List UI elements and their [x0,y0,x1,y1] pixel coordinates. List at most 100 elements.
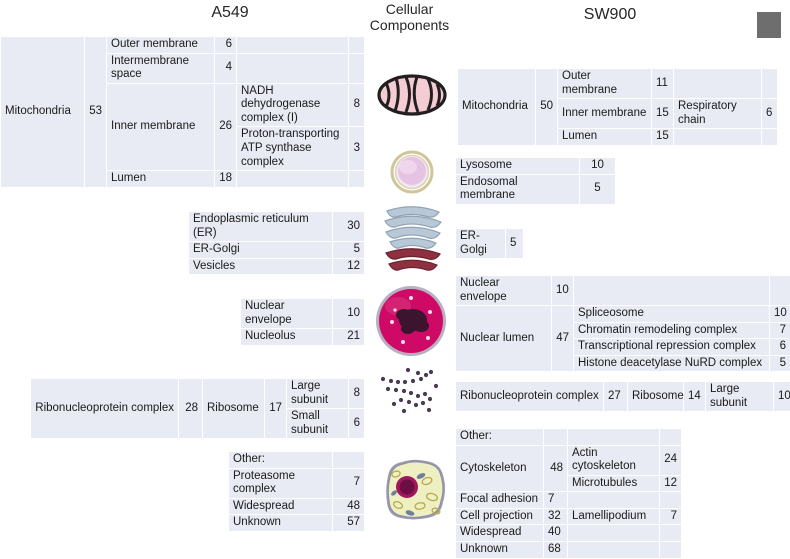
cell-proteasome-label: Proteasome complex [229,468,333,498]
cell-lamellipodium-value: 7 [660,508,682,525]
cell-nucleolus-value: 21 [333,329,365,346]
table-row: Nuclear envelope 10 [456,276,790,306]
cell-unknown-label: Unknown [456,541,544,558]
cell-mitochondria-value: 53 [85,37,107,188]
cell-lamellipodium-label: Lamellipodium [568,508,660,525]
nucleus-icon [372,284,450,360]
cell-outer-membrane-value: 6 [215,37,237,54]
cell-rnp-value: 27 [604,382,628,412]
cell-nuclear-envelope-label: Nuclear envelope [241,299,333,329]
cell-rnp-value: 28 [179,379,203,439]
cell-inner-membrane-label: Inner membrane [107,83,215,170]
cell-vesicles-label: Vesicles [189,258,333,275]
cell-empty [770,276,790,306]
cell-vesicles-value: 12 [333,258,365,275]
cell-empty [574,276,770,306]
table-row: Mitochondria 53 Outer membrane 6 [1,37,365,54]
cell-widespread-value: 48 [333,498,365,515]
cell-empty [660,492,682,509]
cell-unknown-label: Unknown [229,515,333,532]
cell-cytoskeleton-label: Cytoskeleton [456,445,544,492]
table-mitochondria-sw900: Mitochondria 50 Outer membrane 11 Inner … [457,68,778,146]
cell-intermembrane-space-value: 4 [215,53,237,83]
cell-lysosome-label: Lysosome [456,158,580,175]
cell-empty [674,69,762,99]
cell-empty [568,541,660,558]
cell-inner-membrane-value: 15 [652,99,674,129]
table-nucleus-a549: Nuclear envelope 10 Nucleolus 21 [240,298,365,346]
table-row: Endosomal membrane 5 [456,174,616,204]
table-mitochondria-a549: Mitochondria 53 Outer membrane 6 Interme… [0,36,365,188]
cell-atp-synthase-label: Proton-transporting ATP synthase complex [237,127,349,171]
cell-outer-membrane-label: Outer membrane [107,37,215,54]
table-row: Cytoskeleton 48 Actin cytoskeleton 24 [456,445,682,475]
cell-outer-membrane-label: Outer membrane [558,69,652,99]
cell-mitochondria-label: Mitochondria [458,69,536,146]
ribosomes-icon [374,366,446,418]
cell-hdac-nurd-label: Histone deacetylase NuRD complex [574,355,770,372]
table-ribonucleoprotein-a549: Ribonucleoprotein complex 28 Ribosome 17… [30,378,365,439]
cell-er-golgi-label: ER-Golgi [189,242,333,259]
table-row: Unknown 57 [229,515,365,532]
cell-empty [568,492,660,509]
cell-inner-membrane-value: 26 [215,83,237,170]
table-row: Nuclear envelope 10 [241,299,365,329]
table-row: Unknown 68 [456,541,682,558]
cell-empty [237,53,349,83]
column-title-a549: A549 [140,4,320,22]
table-ribonucleoprotein-sw900: Ribonucleoprotein complex 27 Ribosome 14… [455,381,790,412]
cell-respiratory-chain-label: Respiratory chain [674,99,762,129]
cell-er-golgi-value: 5 [333,242,365,259]
table-row: Mitochondria 50 Outer membrane 11 [458,69,778,99]
cell-lumen-label: Lumen [107,171,215,188]
cell-empty [568,525,660,542]
cell-empty [660,429,682,446]
cell-lumen-value: 18 [215,171,237,188]
cell-microtubules-value: 12 [660,475,682,492]
cell-mitochondria-value: 50 [536,69,558,146]
cell-empty [660,541,682,558]
cell-other-label: Other: [229,452,333,469]
cell-microtubules-label: Microtubules [568,475,660,492]
cell-er-golgi-label: ER-Golgi [456,229,506,259]
table-row: Other: [229,452,365,469]
cell-rnp-label: Ribonucleoprotein complex [31,379,179,439]
cell-spliceosome-value: 10 [770,306,790,323]
table-row: ER-Golgi 5 [189,242,365,259]
cell-small-subunit-label: Small subunit [287,409,349,439]
mitochondrion-icon [376,66,448,124]
cell-spliceosome-label: Spliceosome [574,306,770,323]
cell-er-value: 30 [333,212,365,242]
cell-endosomal-membrane-value: 5 [580,174,616,204]
cell-nuclear-lumen-label: Nuclear lumen [456,306,552,372]
cell-empty [762,129,778,146]
cell-unknown-value: 68 [544,541,568,558]
cell-transcriptional-repression-value: 6 [770,339,790,356]
table-row: Cell projection 32 Lamellipodium 7 [456,508,682,525]
column-title-cellular-components: Cellular Components [352,1,467,33]
table-row: Focal adhesion 7 [456,492,682,509]
cell-large-subunit-label: Large subunit [706,382,774,412]
cell-chromatin-remodeling-label: Chromatin remodeling complex [574,322,770,339]
cell-outer-membrane-value: 11 [652,69,674,99]
cell-atp-synthase-value: 3 [349,127,365,171]
cell-nuclear-envelope-value: 10 [333,299,365,329]
cell-empty [349,171,365,188]
cell-nadh-label: NADH dehydrogenase complex (I) [237,83,349,127]
cell-er-golgi-value: 5 [506,229,524,259]
cell-widespread-value: 40 [544,525,568,542]
table-row: Endoplasmic reticulum (ER) 30 [189,212,365,242]
cell-lumen-value: 15 [652,129,674,146]
table-row: Proteasome complex 7 [229,468,365,498]
cell-nuclear-envelope-value: 10 [552,276,574,306]
table-row: Widespread 48 [229,498,365,515]
er-golgi-icon [378,201,448,273]
table-row: Ribonucleoprotein complex 28 Ribosome 17… [31,379,365,409]
cell-ribosome-label: Ribosome [628,382,684,412]
cell-focal-adhesion-value: 7 [544,492,568,509]
cell-cell-projection-label: Cell projection [456,508,544,525]
cell-other-label: Other: [456,429,544,446]
cell-chromatin-remodeling-value: 7 [770,322,790,339]
cell-focal-adhesion-label: Focal adhesion [456,492,544,509]
cell-empty [674,129,762,146]
